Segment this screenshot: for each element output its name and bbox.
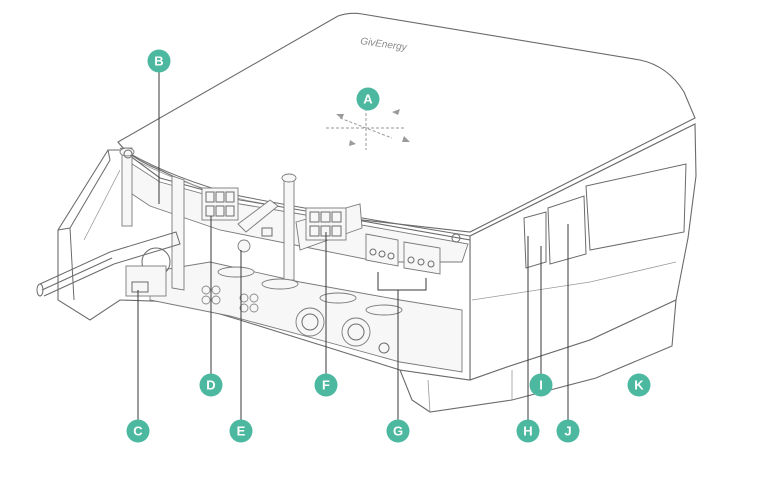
cable-gland-posts — [119, 147, 297, 281]
svg-text:H: H — [523, 424, 532, 439]
callout-i: I — [529, 373, 553, 397]
round-glands — [295, 307, 390, 354]
callout-c: C — [126, 419, 150, 443]
callout-g: G — [386, 419, 410, 443]
cable-rods — [36, 231, 181, 297]
callout-d: D — [199, 373, 223, 397]
oval-ports — [217, 266, 403, 316]
dc-isolator — [125, 265, 167, 297]
top-lid — [117, 12, 696, 233]
terminal-block-g-right — [403, 241, 441, 275]
terminal-block-g-left — [365, 233, 399, 267]
lid-direction-mark — [326, 108, 406, 150]
lid-front-edge — [119, 123, 696, 237]
callout-j: J — [556, 419, 580, 443]
callout-f: F — [314, 373, 338, 397]
inverter-illustration: GivEnergy — [36, 12, 697, 413]
knockout-hole-pattern — [201, 285, 259, 313]
callout-k: K — [627, 373, 651, 397]
callout-b: B — [147, 49, 171, 73]
leader-lines — [137, 72, 569, 420]
svg-text:K: K — [634, 378, 644, 393]
svg-text:A: A — [363, 92, 373, 107]
base-skirt — [399, 299, 677, 413]
svg-text:G: G — [393, 424, 403, 439]
terminal-block-d — [201, 187, 239, 221]
svg-text:F: F — [322, 378, 330, 393]
svg-text:B: B — [154, 54, 163, 69]
svg-text:J: J — [564, 424, 571, 439]
callout-h: H — [516, 419, 540, 443]
callout-a: A — [356, 87, 380, 111]
svg-text:E: E — [237, 424, 246, 439]
svg-text:C: C — [133, 424, 143, 439]
svg-text:D: D — [206, 378, 215, 393]
svg-text:I: I — [539, 378, 543, 393]
callout-e: E — [229, 419, 253, 443]
